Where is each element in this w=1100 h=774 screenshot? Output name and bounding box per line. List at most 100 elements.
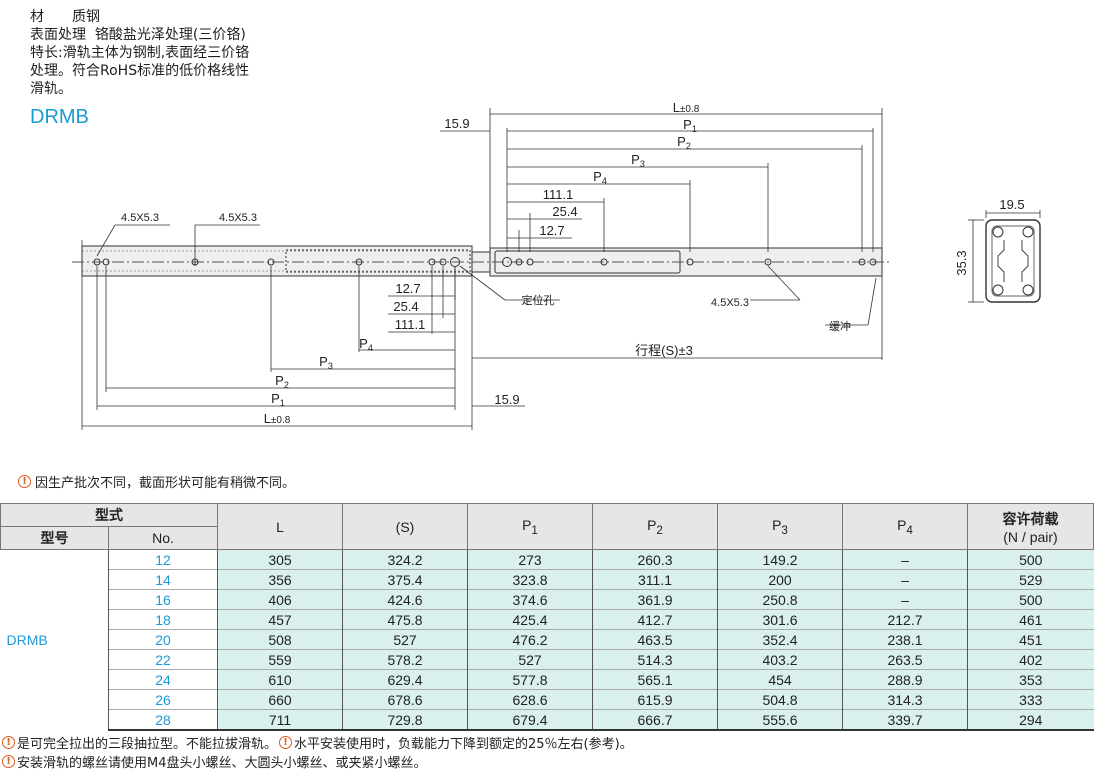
footnote-2: ! 安装滑轨的螺丝请使用M4盘头小螺丝、大圆头小螺丝、或夹紧小螺丝。 xyxy=(2,752,427,771)
cell-l: 406 xyxy=(217,589,343,610)
cell-no: 22 xyxy=(108,649,218,670)
header-model: 型式 xyxy=(0,503,218,527)
cell-p1: 273 xyxy=(467,549,593,570)
header-P1: P1 xyxy=(467,503,593,550)
cell-p1: 628.6 xyxy=(467,689,593,710)
material-value: 钢 xyxy=(86,9,100,25)
cell-p3: 301.6 xyxy=(717,609,843,630)
cell-p3: 352.4 xyxy=(717,629,843,650)
dim-left-P2: P2 xyxy=(275,373,289,390)
cell-p1: 577.8 xyxy=(467,669,593,690)
footnote-1: ! 是可完全拉出的三段抽拉型。不能拉拔滑轨。 ! 水平安装使用时，负载能力下降到… xyxy=(2,733,633,752)
dim-left-15: 15.9 xyxy=(494,392,519,407)
surface-value: 铬酸盐光泽处理(三价铬) xyxy=(94,27,246,43)
cell-l: 508 xyxy=(217,629,343,650)
spec-block: 材 质钢 表面处理 铬酸盐光泽处理(三价铬) 特长:滑轨主体为钢制,表面经三价铬… xyxy=(30,8,300,98)
cell-l: 356 xyxy=(217,569,343,590)
cell-p1: 323.8 xyxy=(467,569,593,590)
cell-p4: 212.7 xyxy=(842,609,968,630)
cell-no: 16 xyxy=(108,589,218,610)
dim-left-P1: P1 xyxy=(271,391,285,408)
cell-p3: 454 xyxy=(717,669,843,690)
dim-top-12: 12.7 xyxy=(539,223,564,238)
dim-left-P3: P3 xyxy=(319,354,333,371)
dim-top-L: L±0.8 xyxy=(673,100,700,115)
cell-s: 375.4 xyxy=(342,569,468,590)
cell-p2: 615.9 xyxy=(592,689,718,710)
cell-no: 26 xyxy=(108,689,218,710)
dim-top-P3: P3 xyxy=(631,152,645,169)
cell-load: 500 xyxy=(967,549,1094,570)
cell-p1: 425.4 xyxy=(467,609,593,630)
cell-load: 461 xyxy=(967,609,1094,630)
locator-hole-label: 定位孔 xyxy=(522,293,555,307)
material-label: 材 质 xyxy=(30,9,86,25)
dim-top-15: 15.9 xyxy=(444,116,469,131)
cell-load: 294 xyxy=(967,709,1094,731)
warning-icon: ! xyxy=(2,736,15,749)
cell-p2: 260.3 xyxy=(592,549,718,570)
header-L: L xyxy=(217,503,343,550)
cell-p4: – xyxy=(842,589,968,610)
header-P4: P4 xyxy=(842,503,968,550)
hole-label-left-2: 4.5X5.3 xyxy=(219,212,257,224)
cell-p3: 200 xyxy=(717,569,843,590)
cell-s: 629.4 xyxy=(342,669,468,690)
rail-fixed xyxy=(81,245,473,277)
cell-no: 24 xyxy=(108,669,218,690)
note-text: 因生产批次不同，截面形状可能有稍微不同。 xyxy=(35,476,296,491)
cell-p4: 339.7 xyxy=(842,709,968,731)
dim-left-111: 111.1 xyxy=(395,317,426,332)
dim-left-25: 25.4 xyxy=(393,299,418,314)
cell-s: 527 xyxy=(342,629,468,650)
section-width: 19.5 xyxy=(999,197,1024,212)
model-title: DRMB xyxy=(30,106,89,128)
cell-p3: 403.2 xyxy=(717,649,843,670)
cell-p2: 463.5 xyxy=(592,629,718,650)
cell-p4: 288.9 xyxy=(842,669,968,690)
cell-p1: 679.4 xyxy=(467,709,593,731)
cell-load: 353 xyxy=(967,669,1094,690)
cell-p3: 250.8 xyxy=(717,589,843,610)
cell-p1: 476.2 xyxy=(467,629,593,650)
cell-p4: – xyxy=(842,549,968,570)
cell-l: 660 xyxy=(217,689,343,710)
cell-load: 333 xyxy=(967,689,1094,710)
header-type: 型号 xyxy=(0,526,109,550)
cell-s: 678.6 xyxy=(342,689,468,710)
header-S: (S) xyxy=(342,503,468,550)
cell-l: 711 xyxy=(217,709,343,731)
cell-load: 451 xyxy=(967,629,1094,650)
footnote-1b: 水平安装使用时，负载能力下降到额定的25％左右(参考)。 xyxy=(294,737,633,752)
type-cell: DRMB xyxy=(0,549,109,730)
dim-left-12: 12.7 xyxy=(395,281,420,296)
cell-s: 324.2 xyxy=(342,549,468,570)
stroke-label: 行程(S)±3 xyxy=(635,343,693,358)
warning-icon: ! xyxy=(279,736,293,749)
cell-p2: 666.7 xyxy=(592,709,718,731)
cell-l: 559 xyxy=(217,649,343,670)
dim-top-P1: P1 xyxy=(683,117,697,134)
cell-load: 529 xyxy=(967,569,1094,590)
cell-no: 12 xyxy=(108,549,218,570)
warning-icon: ! xyxy=(18,475,31,488)
cell-p4: 314.3 xyxy=(842,689,968,710)
cell-load: 402 xyxy=(967,649,1094,670)
cell-p2: 311.1 xyxy=(592,569,718,590)
cell-p3: 504.8 xyxy=(717,689,843,710)
cell-p1: 374.6 xyxy=(467,589,593,610)
header-P3: P3 xyxy=(717,503,843,550)
cross-section xyxy=(968,210,1041,303)
header-P2: P2 xyxy=(592,503,718,550)
cell-p3: 149.2 xyxy=(717,549,843,570)
dim-left-P4: P4 xyxy=(359,336,373,353)
holes-right xyxy=(502,257,877,267)
hole-label-right: 4.5X5.3 xyxy=(711,297,749,309)
